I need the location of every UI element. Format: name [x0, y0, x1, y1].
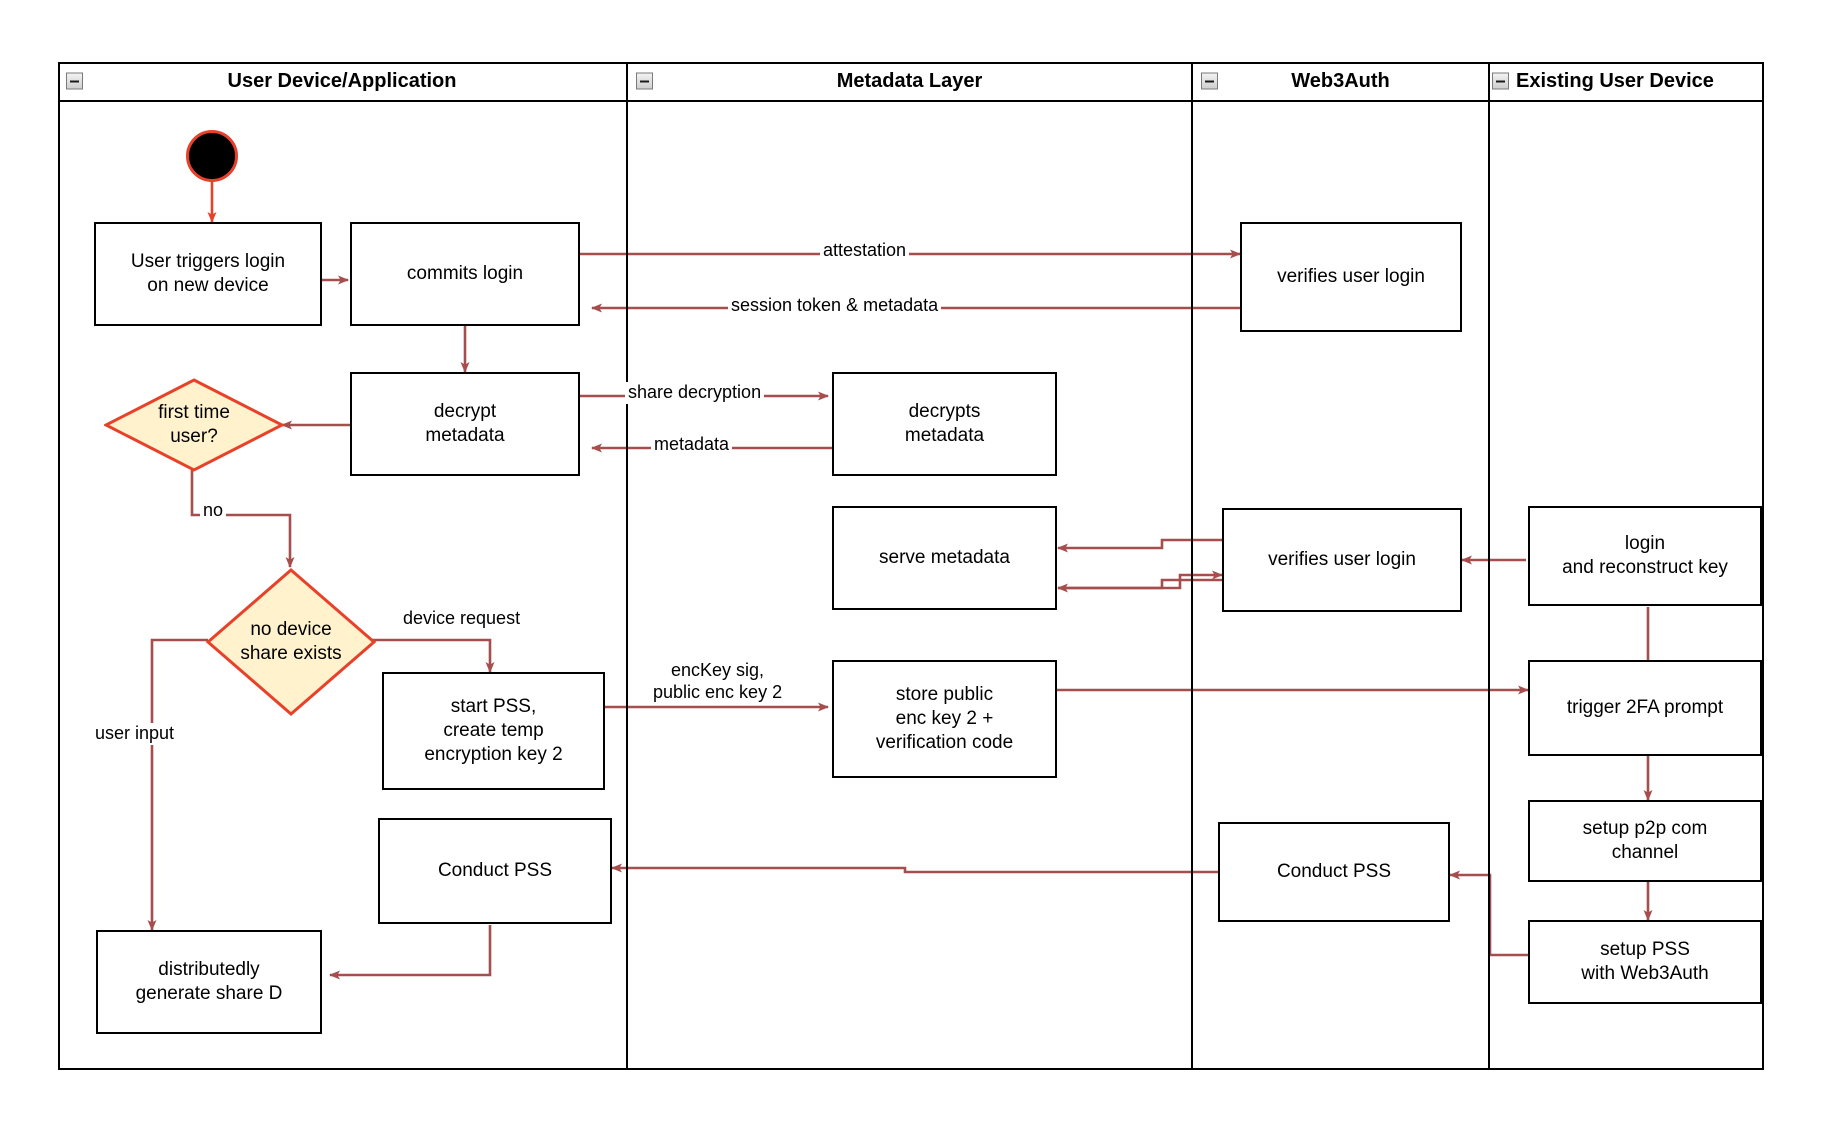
edge-label-device-request: device request	[400, 608, 524, 630]
node-trigger-2fa-prompt[interactable]: trigger 2FA prompt	[1528, 660, 1762, 756]
diamond-shape	[206, 568, 376, 716]
node-setup-pss-with-web3auth[interactable]: setup PSS with Web3Auth	[1528, 920, 1762, 1004]
edge-label-metadata: metadata	[651, 434, 733, 456]
node-conduct-pss-web3auth[interactable]: Conduct PSS	[1218, 822, 1450, 922]
edge-label-user-input: user input	[92, 723, 178, 745]
edge-label-no: no	[200, 500, 227, 522]
node-label: first time user?	[158, 402, 230, 447]
lane-header-web3auth[interactable]: Web3Auth	[1193, 62, 1488, 102]
lane-web3auth: Web3Auth	[1193, 62, 1490, 1070]
node-decrypt-metadata[interactable]: decrypt metadata	[350, 372, 580, 476]
node-commits-login[interactable]: commits login	[350, 222, 580, 326]
node-serve-metadata[interactable]: serve metadata	[832, 506, 1057, 610]
edge-label-share-decryption: share decryption	[625, 382, 765, 404]
start-node[interactable]	[186, 130, 238, 182]
lane-header-existing-device[interactable]: Existing User Device	[1490, 62, 1764, 102]
node-store-public-enc-key-2[interactable]: store public enc key 2 + verification co…	[832, 660, 1057, 778]
node-verifies-user-login-1[interactable]: verifies user login	[1240, 222, 1462, 332]
edge-label-attestation: attestation	[820, 240, 910, 262]
node-label: no device share exists	[240, 619, 342, 664]
lane-header-user-device[interactable]: User Device/Application	[58, 62, 626, 102]
node-distributedly-generate-share-d[interactable]: distributedly generate share D	[96, 930, 322, 1034]
swimlane-frame	[58, 62, 1764, 1070]
lane-metadata: Metadata Layer	[628, 62, 1193, 1070]
node-verifies-user-login-2[interactable]: verifies user login	[1222, 508, 1462, 612]
lane-header-metadata[interactable]: Metadata Layer	[628, 62, 1191, 102]
lane-title-existing-device: Existing User Device	[1516, 69, 1714, 92]
lane-title-web3auth: Web3Auth	[1291, 69, 1390, 92]
node-decrypts-metadata[interactable]: decrypts metadata	[832, 372, 1057, 476]
node-no-device-share-exists[interactable]: no device share exists	[206, 568, 376, 716]
node-first-time-user[interactable]: first time user?	[104, 378, 284, 472]
collapse-minus-icon[interactable]	[636, 72, 653, 90]
lane-user-device: User Device/Application	[58, 62, 628, 1070]
lane-title-user-device: User Device/Application	[227, 69, 457, 92]
collapse-minus-icon[interactable]	[66, 72, 83, 90]
collapse-minus-icon[interactable]	[1492, 72, 1509, 90]
lane-existing-device: Existing User Device	[1490, 62, 1764, 1070]
node-setup-p2p-com-channel[interactable]: setup p2p com channel	[1528, 800, 1762, 882]
node-login-and-reconstruct-key[interactable]: login and reconstruct key	[1528, 506, 1762, 606]
edge-label-session-token-metadata: session token & metadata	[728, 295, 942, 317]
edge-label-enckey-sig: encKey sig, public enc key 2	[650, 660, 786, 704]
lane-title-metadata: Metadata Layer	[836, 69, 983, 92]
node-start-pss-create-temp-key[interactable]: start PSS, create temp encryption key 2	[382, 672, 605, 790]
diamond-shape	[104, 378, 284, 472]
node-user-triggers-login[interactable]: User triggers login on new device	[94, 222, 322, 326]
collapse-minus-icon[interactable]	[1201, 72, 1218, 90]
node-conduct-pss-user-device[interactable]: Conduct PSS	[378, 818, 612, 924]
